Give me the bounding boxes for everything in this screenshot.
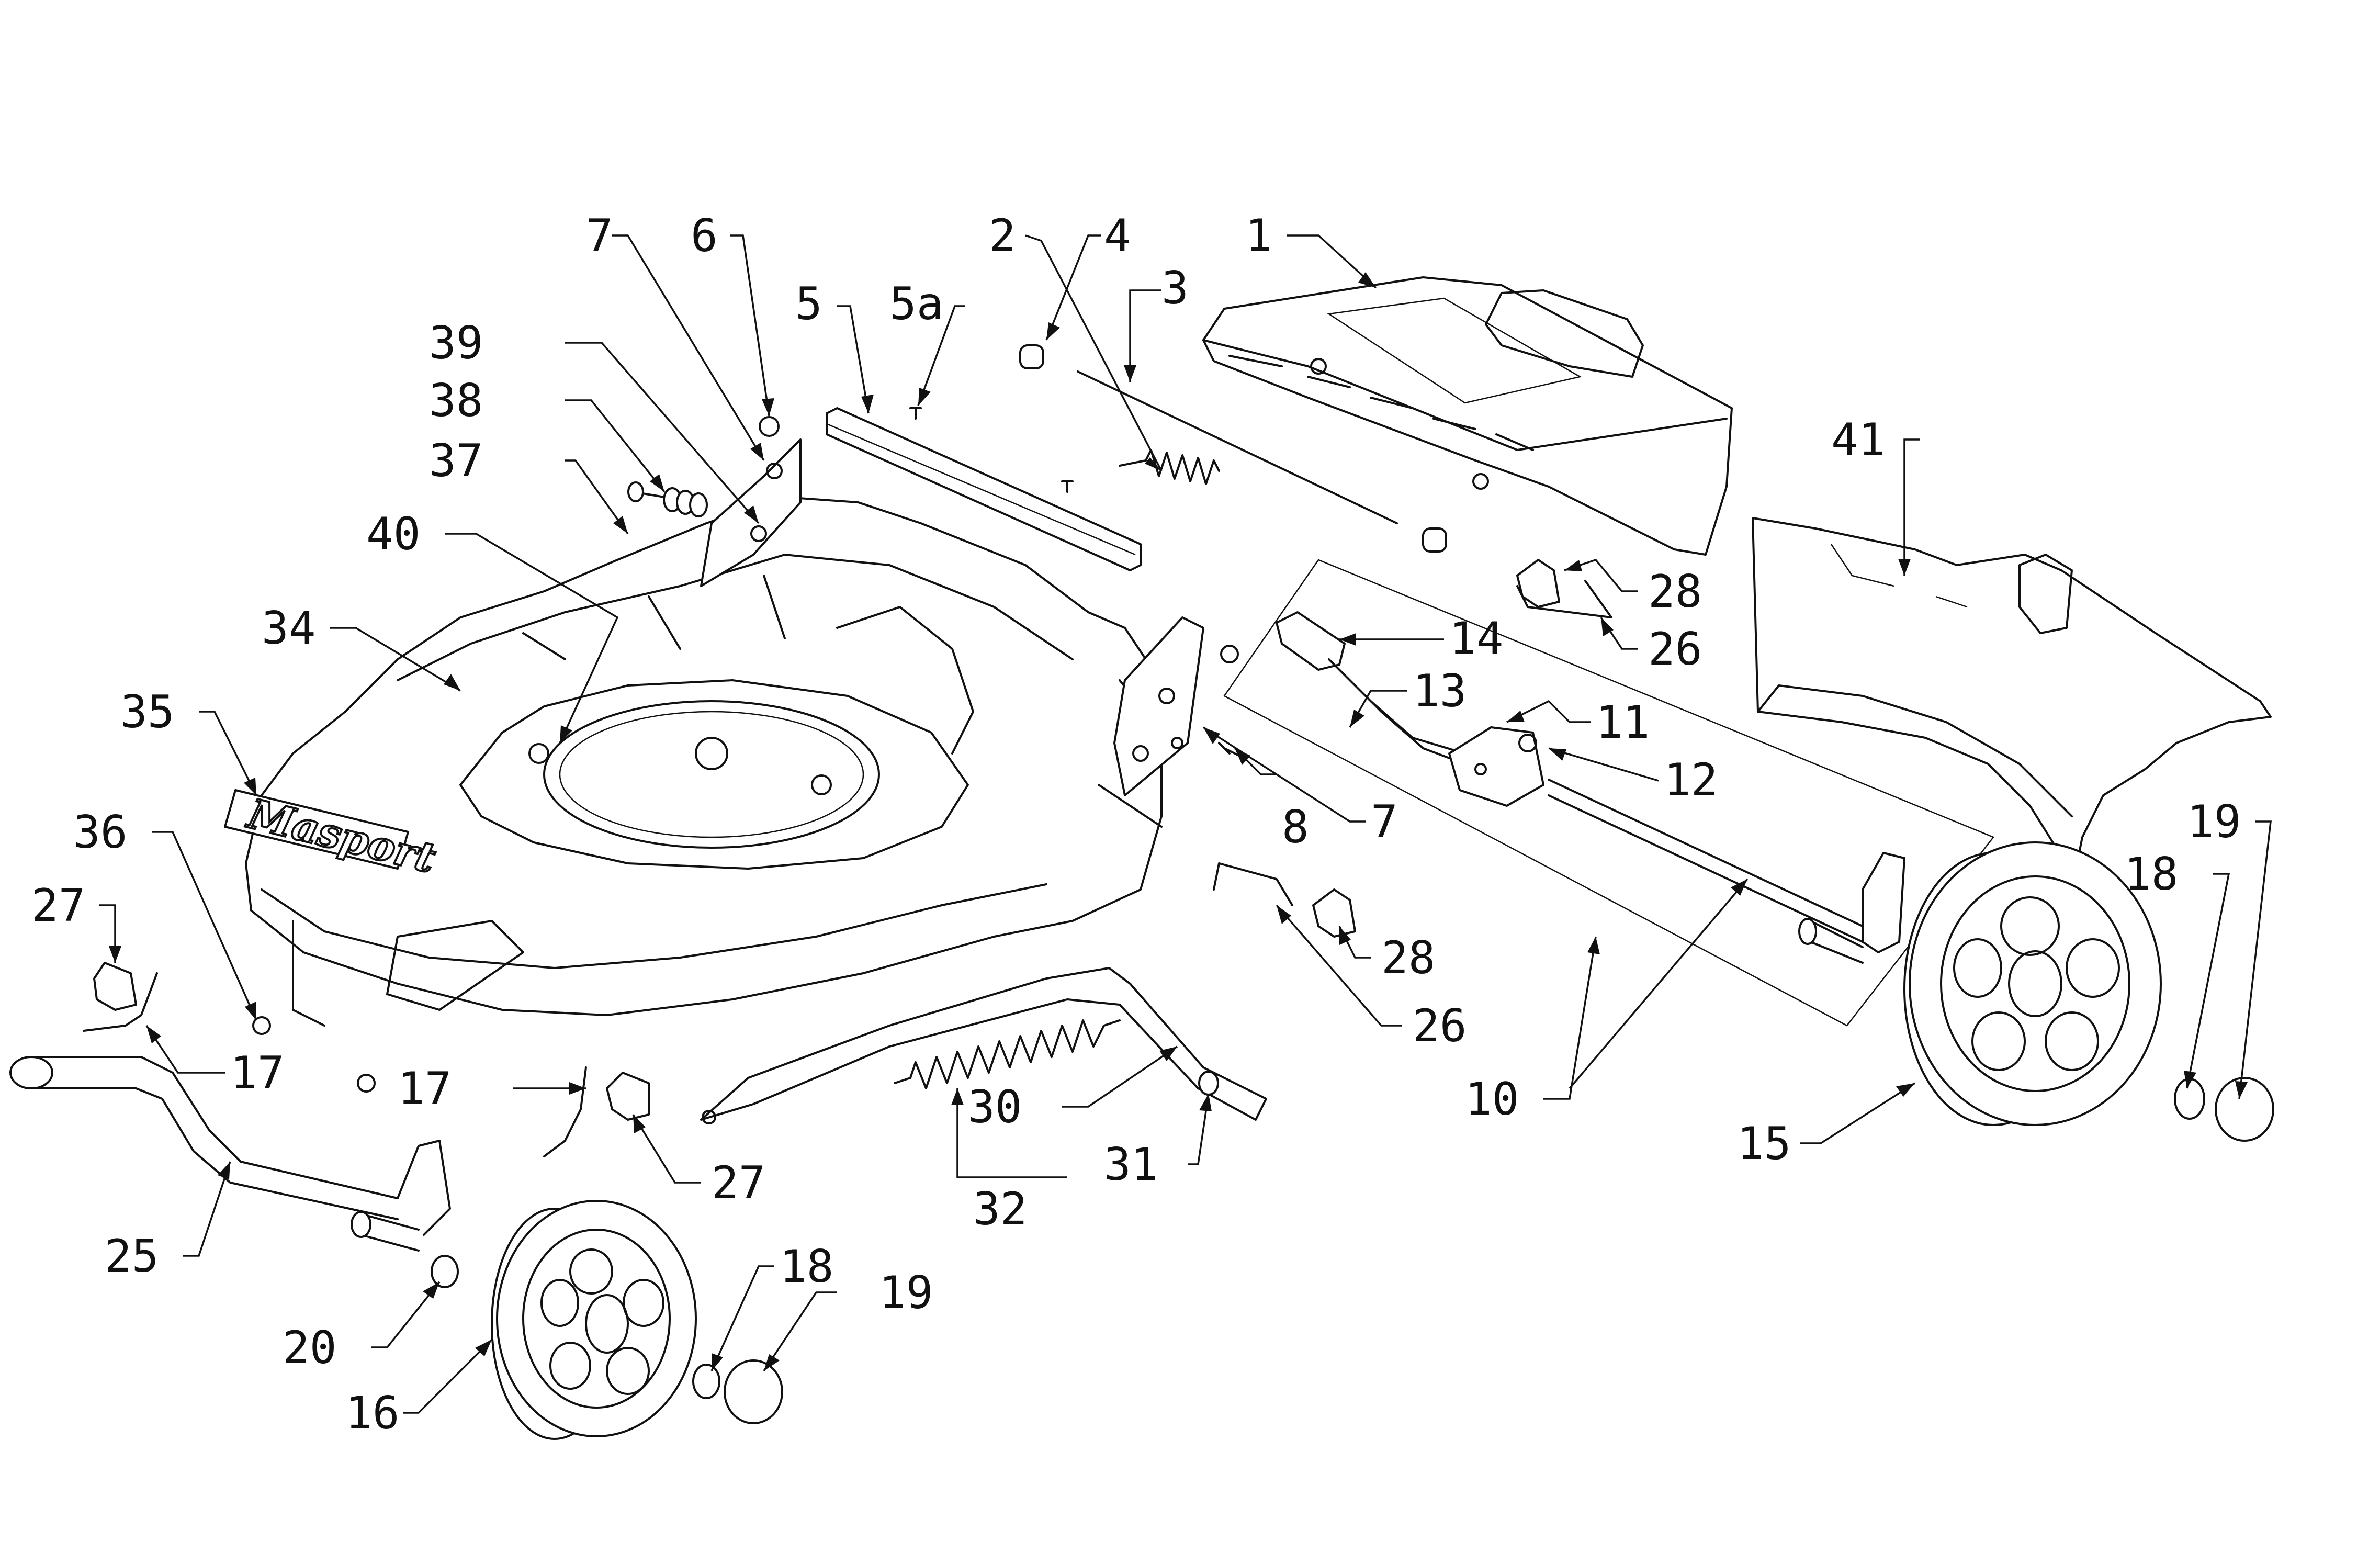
part-nut-36 (252, 1016, 271, 1035)
callout-25: 25 (105, 1230, 159, 1282)
callout-10: 10 (1465, 1073, 1519, 1126)
part-washer-20 (431, 1255, 459, 1288)
part-right-bracket (1113, 616, 1204, 796)
callout-6: 6 (691, 210, 718, 262)
part-washer-18a (692, 1364, 720, 1399)
callout-20: 20 (283, 1322, 337, 1374)
part-nut-6 (759, 416, 780, 437)
leader-lines (99, 234, 2272, 1414)
part-tension-spring (894, 1019, 1121, 1089)
part-lever-housing (1448, 726, 1544, 807)
part-rear-wheel (1903, 841, 2162, 1126)
callout-34: 34 (262, 602, 316, 655)
part-spring-26a (1516, 580, 1612, 618)
part-bushing-4b (1422, 527, 1447, 553)
callout-15: 15 (1737, 1118, 1791, 1170)
callout-38: 38 (429, 375, 483, 427)
callout-26-lower: 26 (1413, 1000, 1467, 1052)
callout-17-left: 17 (230, 1047, 285, 1099)
part-rear-axle (1548, 779, 1905, 964)
callout-18-front: 18 (780, 1241, 834, 1293)
callout-27-left: 27 (31, 880, 86, 932)
callout-12: 12 (1664, 754, 1718, 806)
part-bolt-37 (627, 481, 666, 502)
part-nut-right (1220, 645, 1239, 663)
callout-19-front: 19 (879, 1267, 933, 1319)
callout-17-center: 17 (398, 1063, 452, 1115)
callout-3: 3 (1161, 262, 1189, 314)
callout-8: 8 (1282, 801, 1309, 853)
part-screw-small (1061, 480, 1074, 493)
callout-4: 4 (1104, 210, 1131, 262)
callout-19-rear: 19 (2187, 796, 2241, 848)
callout-2: 2 (989, 210, 1016, 262)
callout-26-upper: 26 (1648, 623, 1702, 676)
callout-7-right: 7 (1371, 796, 1398, 848)
part-deck (245, 496, 1163, 1027)
part-spring-2 (1119, 449, 1220, 485)
part-clip-27b (606, 1072, 650, 1121)
callout-31: 31 (1104, 1139, 1158, 1191)
part-rear-flap (826, 407, 1142, 571)
part-bushing-4a (1019, 344, 1044, 369)
callout-41: 41 (1831, 414, 1886, 466)
assembly-boundary-10 (1223, 559, 1994, 1027)
part-rod-3 (1077, 370, 1398, 524)
callout-28-upper: 28 (1648, 566, 1702, 618)
part-hubcap-19a (724, 1359, 783, 1424)
callout-13: 13 (1413, 665, 1467, 717)
callout-18-rear: 18 (2124, 848, 2179, 901)
part-adjust-lever (1276, 611, 1466, 765)
callout-5: 5 (795, 278, 822, 330)
part-nut-lower (357, 1074, 376, 1093)
part-front-axle (9, 1056, 451, 1252)
callout-27-center: 27 (712, 1157, 766, 1209)
callout-36: 36 (73, 806, 128, 859)
callout-39: 39 (429, 317, 483, 369)
part-cover (1202, 276, 1733, 556)
callout-35: 35 (120, 686, 175, 738)
part-height-link (700, 967, 1267, 1124)
part-hubcap-19b (2215, 1077, 2274, 1142)
part-front-wheel (491, 1200, 697, 1440)
part-clip-27a (93, 962, 137, 1011)
callout-7-upper: 7 (586, 210, 613, 262)
part-grass-chute (1752, 517, 2272, 891)
callout-37: 37 (429, 435, 483, 487)
part-washers-38 (663, 487, 708, 517)
callout-11: 11 (1596, 696, 1650, 749)
part-clip-28b (1312, 888, 1356, 938)
part-screw-5a (909, 407, 922, 420)
callout-28-lower: 28 (1381, 932, 1436, 984)
part-washer-18b (2174, 1078, 2205, 1120)
callout-40: 40 (366, 508, 421, 560)
callout-30: 30 (968, 1081, 1022, 1133)
part-spring-26b (1213, 862, 1293, 906)
callout-1: 1 (1245, 210, 1272, 262)
part-spring-17b (543, 1066, 587, 1157)
part-washer-31 (1198, 1071, 1219, 1096)
callout-32: 32 (973, 1183, 1028, 1235)
part-spring-17a (83, 972, 158, 1032)
callout-labels: 1 2 3 4 5 5a 6 7 7 8 10 11 12 13 14 15 1… (31, 210, 2241, 1439)
callout-5a: 5a (889, 278, 944, 330)
callout-14: 14 (1449, 613, 1504, 665)
callout-16: 16 (345, 1387, 400, 1439)
